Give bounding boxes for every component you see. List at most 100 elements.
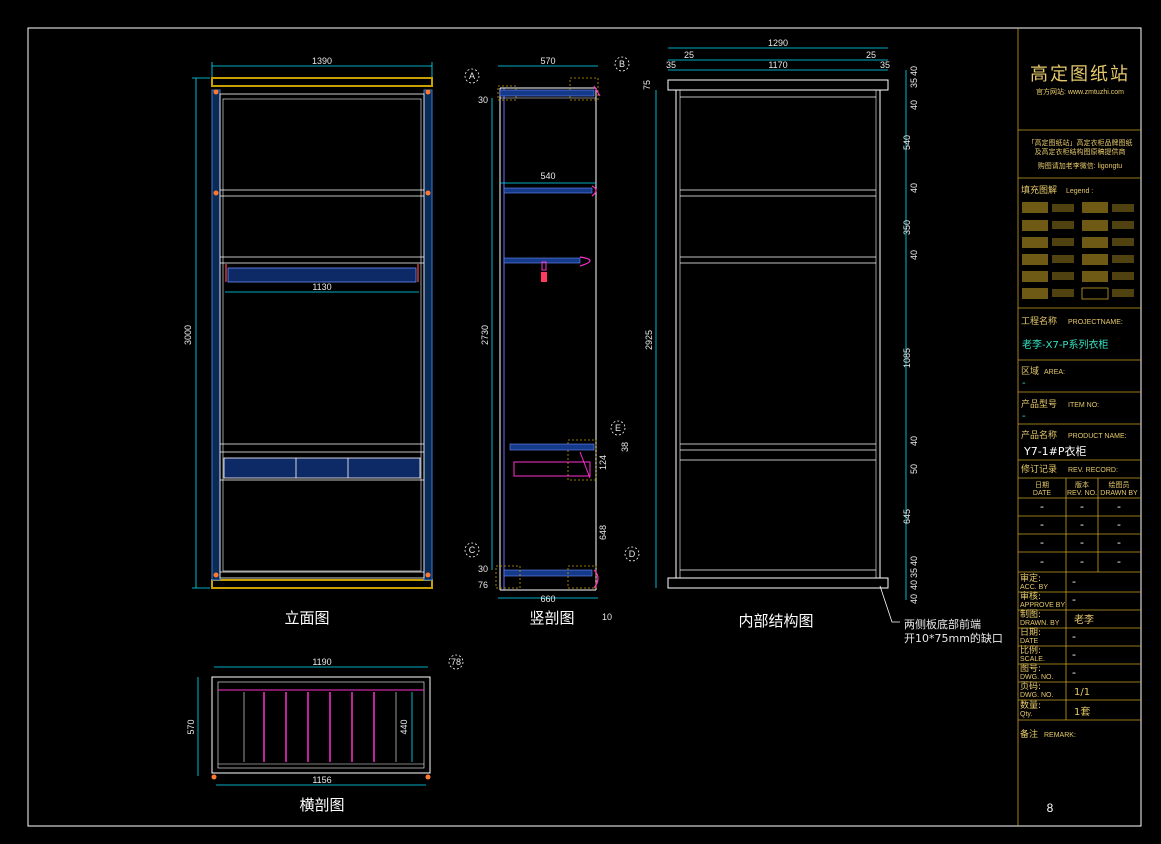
- page-value: 1/1: [1074, 687, 1090, 698]
- rev-cell: -: [1040, 536, 1044, 549]
- note-line2: 开10*75mm的缺口: [904, 631, 1003, 645]
- rev-header-date-en: DATE: [1033, 490, 1051, 497]
- struct-height-dim: 2925: [644, 330, 654, 350]
- section-right1: 38: [620, 442, 630, 452]
- section-top-small: 30: [478, 95, 488, 105]
- struct-inner-dim: 1170: [768, 60, 787, 70]
- rev-cell: -: [1040, 500, 1044, 513]
- drawing-border: [27, 27, 1142, 827]
- mark-b: B: [619, 59, 625, 69]
- struct-r2: 40: [909, 100, 919, 110]
- qty-label: 数量:: [1020, 699, 1041, 711]
- page-number: 8: [1047, 801, 1054, 815]
- scale-label: 比例:: [1020, 644, 1041, 656]
- struct-r14: 40: [909, 594, 919, 604]
- rev-cell: -: [1117, 518, 1121, 531]
- mark-a: A: [469, 71, 475, 81]
- elev-inner-dim: 1130: [312, 282, 331, 292]
- cross-bottom-dim: 1156: [312, 775, 331, 785]
- legend-swatches: [1022, 202, 1134, 300]
- scale-value: -: [1072, 648, 1076, 661]
- rev-cell: -: [1117, 500, 1121, 513]
- remark-sub: REMARK:: [1044, 732, 1076, 739]
- struct-overall-dim: 1290: [768, 38, 788, 48]
- title-block: [1017, 28, 1141, 826]
- section-bot-small1: 30: [478, 564, 488, 574]
- dwg-value: -: [1072, 666, 1076, 679]
- cross-left-dim: 570: [186, 719, 196, 734]
- rev-cell: -: [1040, 555, 1044, 568]
- structure-view: 1290 25 25 1170 35 35 2925 75 40 35 40 5…: [642, 38, 919, 623]
- qty-value: 1套: [1074, 705, 1090, 718]
- legend-sub: Legend :: [1066, 188, 1093, 195]
- item-sub: ITEM NO:: [1068, 402, 1099, 409]
- rev-cell: -: [1080, 500, 1084, 513]
- elevation-view: 1390 3000 1130: [183, 56, 433, 589]
- acc-sub: ACC. BY: [1020, 584, 1048, 591]
- project-label: 工程名称: [1021, 315, 1057, 327]
- date-sub: DATE: [1020, 638, 1038, 645]
- drawn-value: 老李: [1074, 613, 1094, 626]
- section-mid-dim: 540: [540, 171, 555, 181]
- mark-e: E: [615, 423, 621, 433]
- dwg-sub: DWG. NO.: [1020, 674, 1053, 681]
- project-value: 老李-X7-P系列衣柜: [1022, 338, 1108, 351]
- approve-label: 审核:: [1020, 590, 1041, 602]
- rev-table: - - - - - - - - - - - -: [1040, 500, 1121, 568]
- struct-r10: 645: [902, 509, 912, 524]
- struct-r3: 540: [902, 135, 912, 150]
- date-value: -: [1072, 630, 1076, 643]
- project-sub: PROJECTNAME:: [1068, 319, 1123, 326]
- struct-right-edge: 25: [866, 50, 876, 60]
- item-label: 产品型号: [1021, 398, 1057, 410]
- struct-r9: 50: [909, 464, 919, 474]
- page-sub: DWG. NO.: [1020, 692, 1053, 699]
- product-value: Y7-1#P衣柜: [1023, 444, 1087, 458]
- acc-value: -: [1072, 575, 1076, 588]
- rev-label: 修订记录: [1021, 463, 1057, 475]
- cross-right-dim: 440: [399, 719, 409, 734]
- rev-cell: -: [1080, 518, 1084, 531]
- struct-small-l: 35: [666, 60, 676, 70]
- brand-website: 官方网站: www.zmtuzhi.com: [1036, 87, 1124, 96]
- page-label: 页码:: [1020, 681, 1041, 692]
- rev-cell: -: [1117, 536, 1121, 549]
- section-bottom-dim: 660: [540, 594, 555, 604]
- area-value: -: [1022, 378, 1026, 389]
- cross-title: 横剖图: [299, 796, 344, 814]
- rev-header-rev: 版本: [1075, 480, 1089, 489]
- struct-left-top: 75: [642, 80, 652, 90]
- notice-1: 「高定图纸站」高定衣柜品牌图纸: [1028, 138, 1133, 147]
- section-right2: 124: [598, 455, 608, 470]
- area-label: 区域: [1021, 365, 1039, 377]
- struct-r7: 1085: [902, 348, 912, 368]
- rev-cell: -: [1117, 555, 1121, 568]
- note-line1: 两侧板底部前端: [904, 617, 981, 631]
- struct-r13: 40: [909, 580, 919, 590]
- struct-r0: 40: [909, 66, 919, 76]
- area-sub: AREA:: [1044, 369, 1065, 376]
- date-label: 日期:: [1020, 627, 1041, 638]
- mark-c: C: [469, 545, 476, 555]
- section-top-dim: 570: [540, 56, 555, 66]
- rev-sub: REV. RECORD:: [1068, 467, 1118, 474]
- struct-r4: 40: [909, 183, 919, 193]
- item-value: -: [1022, 411, 1026, 422]
- struct-r11: 40: [909, 556, 919, 566]
- cross-top-dim: 1190: [312, 657, 331, 667]
- rev-cell: -: [1080, 536, 1084, 549]
- elev-height-dim: 3000: [183, 325, 193, 345]
- struct-small-r: 35: [880, 60, 890, 70]
- section-view: 570 540 2730 30 124 38 648: [464, 56, 640, 622]
- section-right3: 648: [598, 525, 608, 540]
- rev-header-drawn: 绘图员: [1109, 480, 1130, 489]
- rev-header-drawn-en: DRAWN BY: [1100, 490, 1138, 497]
- legend-label: 填充图解: [1021, 184, 1057, 196]
- cross-view: 1190 78 570 440 1156: [186, 654, 464, 786]
- struct-r5: 350: [902, 220, 912, 235]
- drawn-label: 制图:: [1020, 608, 1041, 620]
- product-sub: PRODUCT NAME:: [1068, 433, 1127, 440]
- cross-tag: 78: [451, 657, 461, 667]
- dwg-label: 图号:: [1020, 663, 1041, 674]
- approve-sub: APPROVE BY: [1020, 602, 1065, 609]
